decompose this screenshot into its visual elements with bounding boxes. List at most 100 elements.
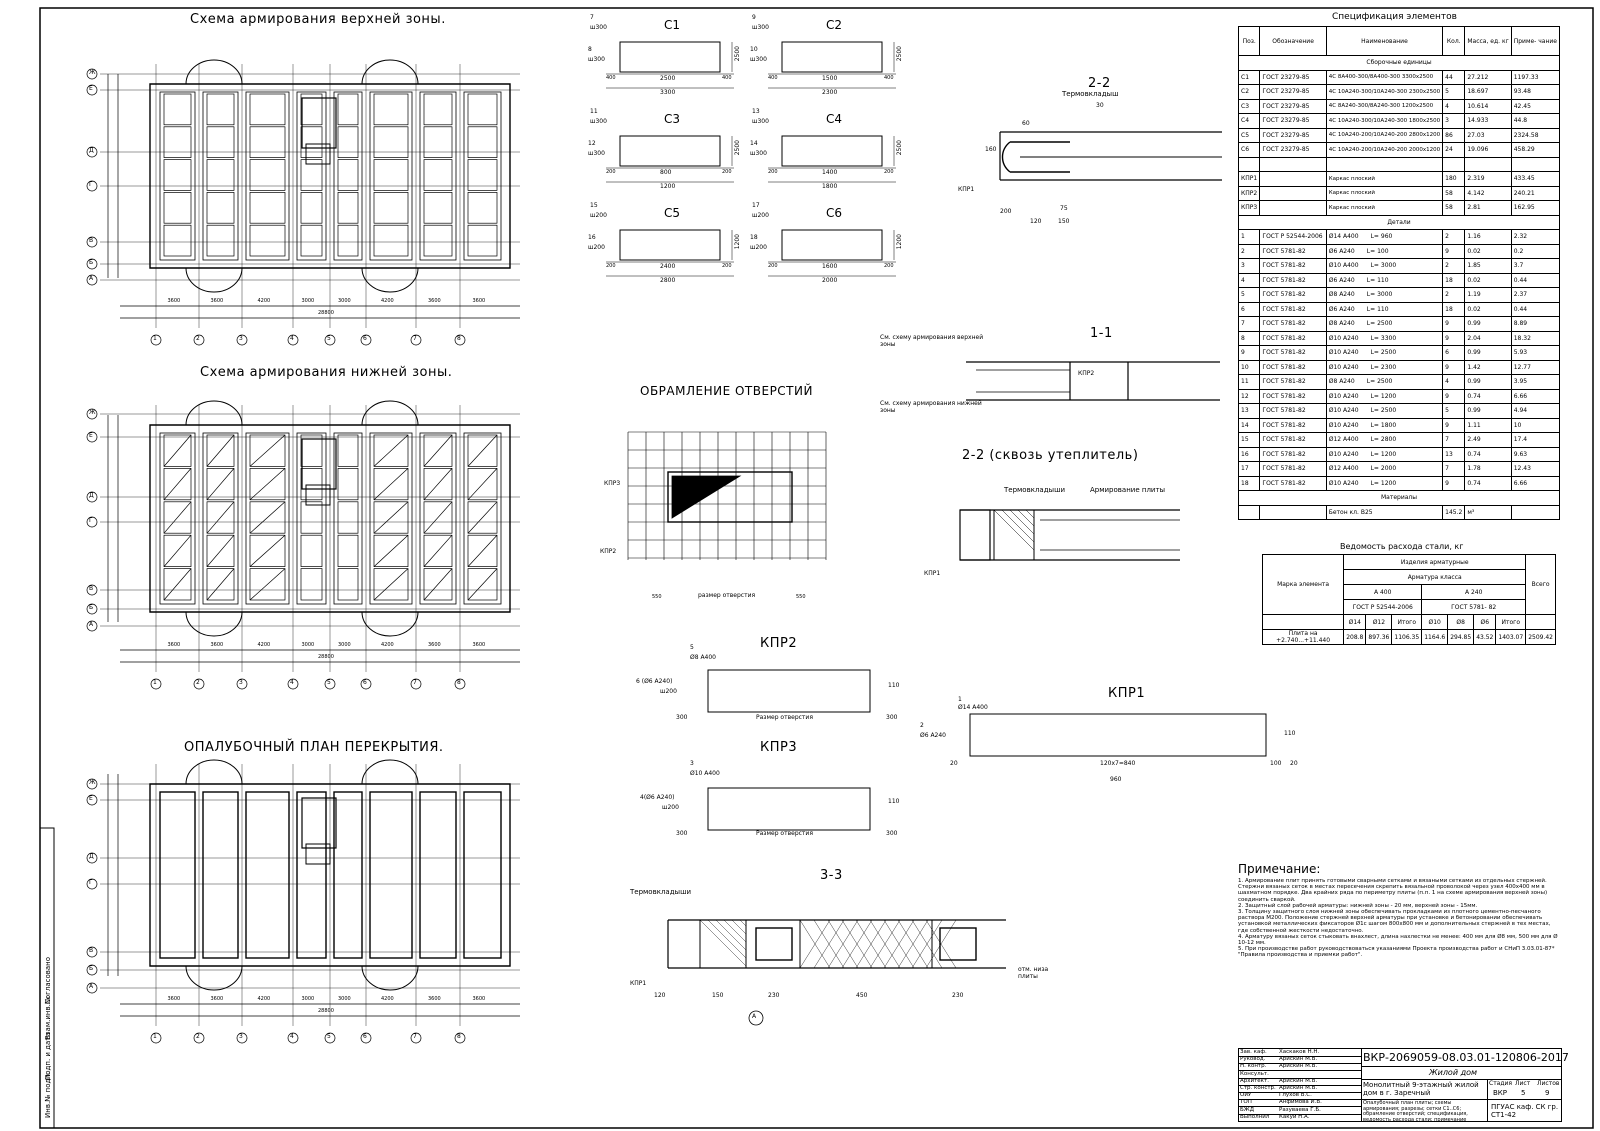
mesh-panel: [249, 468, 286, 501]
spec-cell: 4: [1442, 374, 1466, 390]
steel-col: Ø10: [1421, 614, 1449, 630]
spec-cell: ГОСТ 5781-82: [1259, 461, 1327, 477]
person: Анфимова И.В.: [1279, 1099, 1322, 1106]
spec-cell: 14: [1237, 417, 1261, 433]
dim-span: 4200: [381, 996, 394, 1002]
spec-cell: 9: [1442, 330, 1466, 346]
mesh-panel: [249, 93, 286, 126]
kpr1-bar: [1001, 141, 1070, 173]
kpr3-title: КПР3: [760, 740, 798, 755]
spec-cell: 0.02: [1464, 301, 1512, 317]
title-block: Зав. каф.Хаскаков Н.Н.Руковод.Арискин М.…: [1238, 1048, 1569, 1122]
plan-3: [86, 759, 520, 1044]
mesh-top-spacing: ш300: [590, 24, 607, 31]
spec-cell: 1.11: [1464, 417, 1512, 433]
stamp-person-row: ТОП Анфимова И.В.: [1239, 1099, 1361, 1108]
section-2-2-title: 2-2: [1088, 76, 1111, 91]
dim-60: 60: [1022, 120, 1030, 127]
slab-outline: [149, 424, 511, 613]
dim-span: 3000: [301, 996, 315, 1002]
axis-label-y: Е: [89, 85, 93, 92]
otm-label: отм. низа плиты: [1018, 966, 1049, 980]
sheet-frame: [39, 7, 1594, 1129]
mesh-С1: [606, 41, 734, 89]
mesh-side-spacing: ш300: [750, 150, 767, 157]
bar-dia: Ø14 А400: [1328, 233, 1359, 241]
mesh-end-dim: 200: [606, 263, 616, 269]
mesh-name: С1: [664, 18, 681, 32]
arm-plate-label: Армирование плиты: [1090, 486, 1166, 494]
bay: [296, 432, 327, 605]
spec-cell: 9: [1442, 388, 1466, 404]
spec-cell: 42.45: [1510, 98, 1561, 114]
role: ОиУ: [1240, 1092, 1252, 1099]
dim-span: 3000: [338, 996, 351, 1002]
bar-dia: Ø10 А240: [1328, 392, 1359, 400]
bar-dia: Ø10 А400: [1328, 262, 1359, 270]
role: Руковод.: [1240, 1056, 1266, 1063]
hatch: [715, 919, 747, 951]
mesh-panel: [249, 126, 286, 158]
spec-header: Обозначение: [1259, 26, 1327, 56]
mesh-panel: [373, 159, 409, 191]
spec-cell: 7: [1237, 316, 1261, 332]
bay-window-arc: [185, 59, 243, 85]
dim-span: 3600: [210, 996, 224, 1002]
mesh-diag: [163, 568, 192, 601]
section-3-3-title: 3-3: [820, 868, 843, 883]
spec-cell: 17.4: [1510, 432, 1561, 448]
side-stamp-label: Инв.№ подл.: [44, 1071, 52, 1118]
bar-len: 2500: [1377, 320, 1393, 328]
slab-outline: [149, 783, 511, 967]
mesh-diag: [373, 534, 409, 567]
bar-dia: Ø10 А240: [1328, 334, 1359, 342]
axis-label-x: 1: [153, 679, 157, 686]
spec-cell: 9: [1442, 475, 1466, 491]
mesh-panel: [423, 468, 453, 501]
stage-value: ВКР: [1493, 1089, 1507, 1097]
role: ТОП: [1240, 1099, 1252, 1106]
stamp-person-row: Зав. каф.Хаскаков Н.Н.: [1239, 1049, 1361, 1057]
mesh-height-dim: 2500: [896, 46, 903, 62]
mesh-panel: [206, 192, 235, 224]
spec-cell: 0.99: [1464, 374, 1512, 390]
mesh-panel: [337, 224, 359, 257]
axis-bubble-x: [287, 334, 299, 346]
mesh-diag: [373, 501, 409, 534]
axis-bubble-x: [150, 334, 162, 346]
axis-bubble-x: [324, 1032, 336, 1044]
mesh-end-dim: 200: [722, 263, 732, 269]
dim-450: 450: [856, 992, 868, 999]
bay: [333, 91, 363, 261]
bar-len: 3000: [1380, 262, 1397, 270]
spec-cell: 1.85: [1464, 258, 1512, 274]
mesh-panel: [300, 434, 323, 467]
edge-block: [959, 509, 991, 561]
dim-span: 3600: [472, 298, 486, 304]
dim-75: 75: [1060, 205, 1068, 212]
bay-window-arc: [185, 759, 243, 785]
spec-cell: 11: [1237, 374, 1261, 390]
spec-cell: 18: [1442, 272, 1466, 288]
mesh-top-bar: 7: [590, 14, 594, 21]
steel-col: Ø14: [1343, 614, 1367, 630]
spec-cell: 86: [1442, 127, 1466, 143]
mesh-outline: [781, 229, 883, 261]
mesh-panel: [467, 468, 498, 501]
bay-window-arc: [361, 759, 419, 785]
mesh-diag: [467, 434, 498, 467]
axis-bubble-x: [360, 334, 372, 346]
axis-label-y: Г: [89, 181, 93, 188]
bar-len: 1800: [1380, 421, 1397, 429]
axis-bubble-y: [86, 603, 98, 615]
mesh-panel: [249, 534, 286, 567]
spec-cell: 24: [1442, 142, 1466, 158]
axis-bubble-x: [150, 678, 162, 690]
axis-bubble-x: [324, 678, 336, 690]
spec-cell: КПР2: [1237, 185, 1261, 201]
